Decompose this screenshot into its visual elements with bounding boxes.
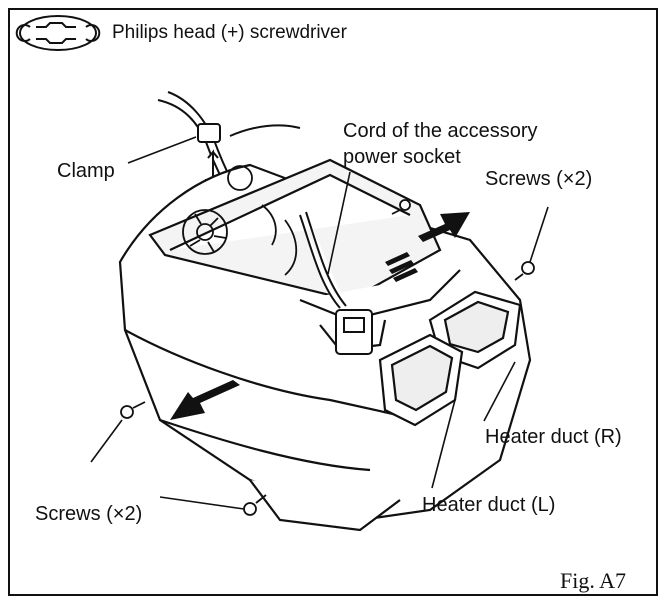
heater-unit-body: [118, 158, 532, 532]
label-screws-right: Screws (×2): [485, 168, 593, 190]
slide-arrow-right: [418, 212, 470, 242]
slide-marks: [385, 252, 418, 282]
leader-lines: [90, 136, 549, 510]
wrench-icon: [15, 15, 101, 51]
label-cord-line2: power socket: [343, 146, 461, 168]
figure-label: Fig. A7: [560, 568, 627, 593]
blower-fan: [182, 165, 298, 276]
label-clamp: Clamp: [57, 160, 115, 182]
label-cord-line1: Cord of the accessory: [343, 120, 538, 142]
label-heater-duct-r: Heater duct (R): [485, 426, 622, 448]
tool-label: Philips head (+) screwdriver: [112, 22, 347, 43]
screw-icon: [120, 199, 535, 516]
power-socket-connector: [299, 211, 373, 355]
heater-duct-l-part: [378, 333, 464, 427]
label-heater-duct-l: Heater duct (L): [422, 494, 556, 516]
slide-arrow-left: [170, 380, 240, 420]
figure-frame: [8, 8, 658, 596]
label-screws-left: Screws (×2): [35, 503, 143, 525]
heater-duct-r-part: [428, 290, 522, 370]
